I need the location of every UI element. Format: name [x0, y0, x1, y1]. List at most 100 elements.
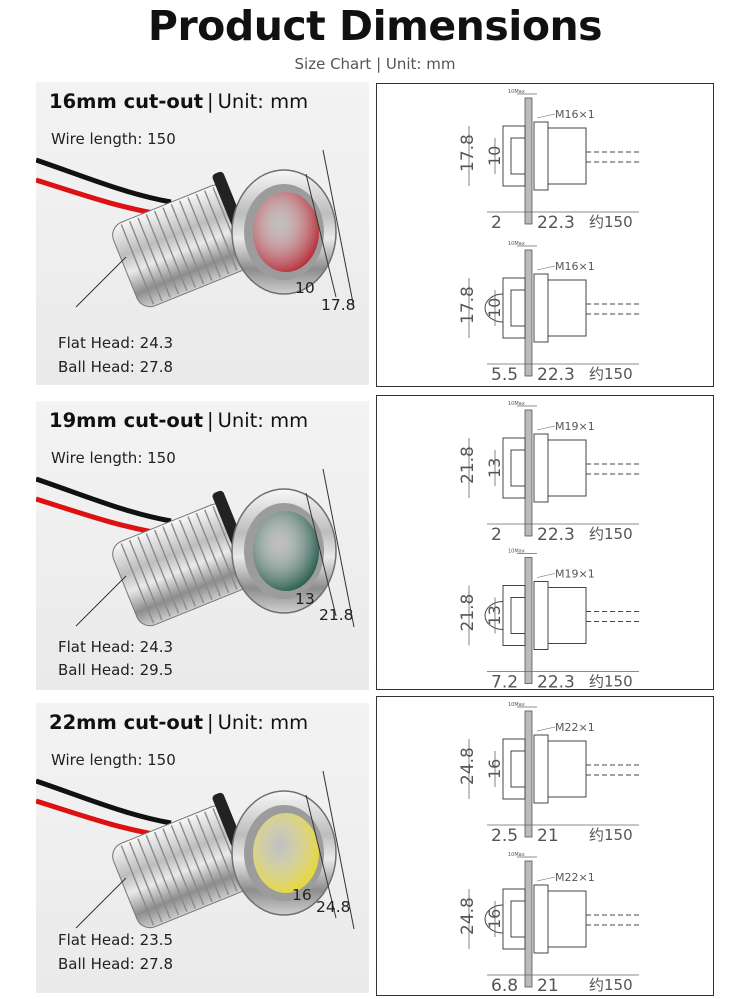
lens-dim-line [305, 492, 337, 617]
bezel-dim-line [322, 770, 355, 930]
inner-diameter-text: 16 [485, 909, 504, 929]
panel-plate [524, 557, 533, 684]
panel-plate [524, 710, 533, 838]
thread-line [120, 224, 155, 305]
bezel-outline [502, 888, 526, 950]
thread-line [137, 838, 171, 919]
indicator-light-illustration [36, 149, 355, 309]
bezel-outline [502, 125, 526, 187]
head-length-text: 2 [491, 525, 502, 545]
body-outline [547, 279, 587, 337]
thread-line [145, 835, 180, 916]
wire-length-text: 约150 [589, 673, 633, 691]
thread-leader [536, 113, 556, 119]
ball-head-length: Ball Head: 27.8 [58, 358, 174, 376]
thread-line [120, 543, 155, 624]
bezel-dim-line [322, 149, 355, 309]
lens-outline [510, 597, 526, 634]
max-text: 10Max [508, 852, 525, 858]
outer-diameter-text: 17.8 [458, 286, 478, 324]
thread-line [128, 841, 163, 923]
thread-line [137, 536, 171, 617]
wire-length-text: 约150 [589, 365, 633, 383]
lens [253, 813, 319, 893]
body-outline [547, 127, 587, 185]
outer-diameter-text: 21.8 [458, 446, 478, 484]
head-length-text: 2 [491, 213, 502, 233]
thread-line [162, 526, 196, 607]
thread-line [128, 539, 163, 621]
lens-dim-line [305, 794, 337, 919]
body-length-text: 21 [537, 826, 559, 846]
wire-length-text: 约150 [589, 525, 633, 543]
thread-line [195, 193, 230, 275]
lens-outline [510, 449, 526, 487]
max-text: 10Max [508, 702, 525, 708]
nut-outline [533, 581, 549, 650]
thread-line [153, 529, 188, 610]
thread-line [170, 522, 205, 604]
ball-head-length: Ball Head: 27.8 [58, 955, 174, 973]
lens-diameter-label: 16 [292, 886, 312, 904]
indicator-light-illustration [36, 770, 355, 930]
bezel-dim-line [322, 468, 355, 628]
thread-spec-text: M19×1 [555, 420, 595, 433]
thread-line [145, 533, 180, 614]
bezel-diameter-label: 21.8 [319, 606, 354, 624]
thread-line [145, 214, 180, 295]
bezel-outline [502, 585, 526, 646]
wire-length: Wire length: 150 [51, 130, 176, 148]
thread-line [170, 203, 205, 285]
cutout-title: 19mm cut-out|Unit: mm [49, 409, 309, 432]
panel-plate [524, 860, 533, 988]
outer-diameter-text: 21.8 [458, 594, 478, 632]
max-text: 10Max [508, 549, 525, 555]
inner-diameter-text: 16 [485, 759, 504, 779]
thread-line [153, 210, 188, 291]
thread-line [187, 516, 221, 597]
thread-line [195, 814, 230, 896]
thread-line [170, 824, 205, 906]
length-dim-line [75, 575, 127, 627]
max-text: 10Max [508, 241, 525, 247]
thread-line [179, 200, 213, 281]
inner-diameter-text: 13 [485, 458, 504, 478]
ball-dome [484, 601, 504, 630]
thread-line [162, 207, 196, 288]
indicator-light-illustration [36, 468, 355, 628]
lens-dim-line [305, 173, 337, 298]
body-length-text: 22.3 [537, 365, 575, 385]
lens-diameter-label: 10 [295, 279, 315, 297]
lens-outline [510, 750, 526, 788]
wire-length: Wire length: 150 [51, 751, 176, 769]
max-text: 10Max [508, 89, 525, 95]
panel-plate [524, 249, 533, 377]
product-card-22mm: 22mm cut-out|Unit: mm Wire length: 150 1… [36, 703, 369, 993]
bezel-diameter-label: 24.8 [316, 898, 351, 916]
outer-diameter-text: 24.8 [458, 897, 478, 935]
thread-line [128, 220, 163, 302]
bezel-outline [502, 738, 526, 800]
thread-line [187, 197, 221, 278]
thread-line [153, 831, 188, 912]
black-wire [36, 157, 172, 205]
black-wire [36, 476, 172, 524]
length-dim-line [75, 877, 127, 929]
flat-head-length: Flat Head: 24.3 [58, 638, 174, 656]
head-length-text: 6.8 [491, 976, 518, 996]
wire-length-text: 约150 [589, 213, 633, 231]
thread-line [137, 217, 171, 298]
bezel-outline [502, 437, 526, 499]
ball-dome [484, 293, 504, 323]
body-outline [547, 587, 587, 644]
body-length-text: 22.3 [537, 213, 575, 233]
thread-line [179, 519, 213, 600]
nut-outline [533, 433, 549, 503]
